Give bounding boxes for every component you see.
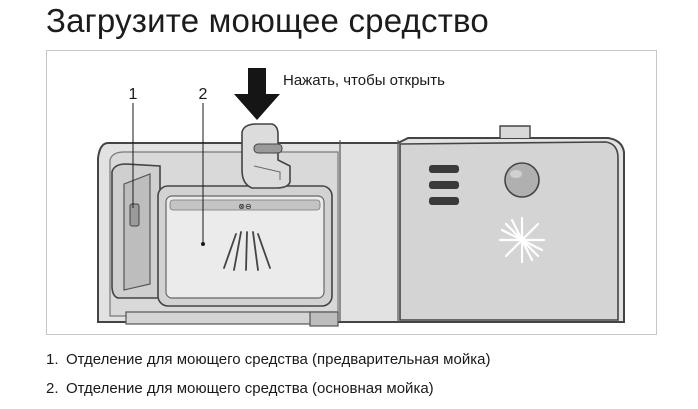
diagram-frame: [46, 50, 657, 335]
main-wash-compartment-inner: [165, 195, 325, 299]
dispenser-base: [125, 311, 339, 327]
legend-item-1: 1. Отделение для моющего средства (предва…: [46, 345, 490, 374]
lid-grip: [429, 165, 459, 205]
latch-slot: [253, 143, 283, 154]
rinse-aid-indicator: [504, 162, 540, 198]
compartment-mark: ⊗⊖: [238, 202, 251, 211]
callout-2-dot: [201, 242, 205, 246]
legend-item-number: 2.: [46, 380, 59, 397]
lid-nub: [499, 125, 531, 138]
selector-center: [519, 237, 525, 243]
indicator-highlight: [510, 170, 522, 178]
legend-item-number: 1.: [46, 351, 59, 368]
dispenser-diagram: ⊗⊖ 1 2: [97, 68, 625, 327]
latch-ridge: [253, 165, 281, 180]
legend-item-text: Отделение для моющего средства (основная…: [66, 380, 434, 397]
prewash-compartment-inner: [123, 173, 151, 291]
page-title: Загрузите моющее средство: [46, 2, 489, 39]
callout-1-label: 1: [129, 86, 138, 103]
legend-list: 1. Отделение для моющего средства (предва…: [46, 345, 490, 403]
legend-item-text: Отделение для моющего средства (предвари…: [66, 351, 491, 368]
legend-item-2: 2. Отделение для моющего средства (основн…: [46, 374, 490, 403]
callout-2-label: 2: [199, 86, 208, 103]
prewash-tab: [129, 203, 140, 227]
push-arrow-label: Нажать, чтобы открыть: [283, 72, 445, 89]
push-arrow-icon: [234, 68, 280, 120]
dosage-marks: [223, 231, 271, 271]
main-wash-ledge: [169, 199, 321, 211]
